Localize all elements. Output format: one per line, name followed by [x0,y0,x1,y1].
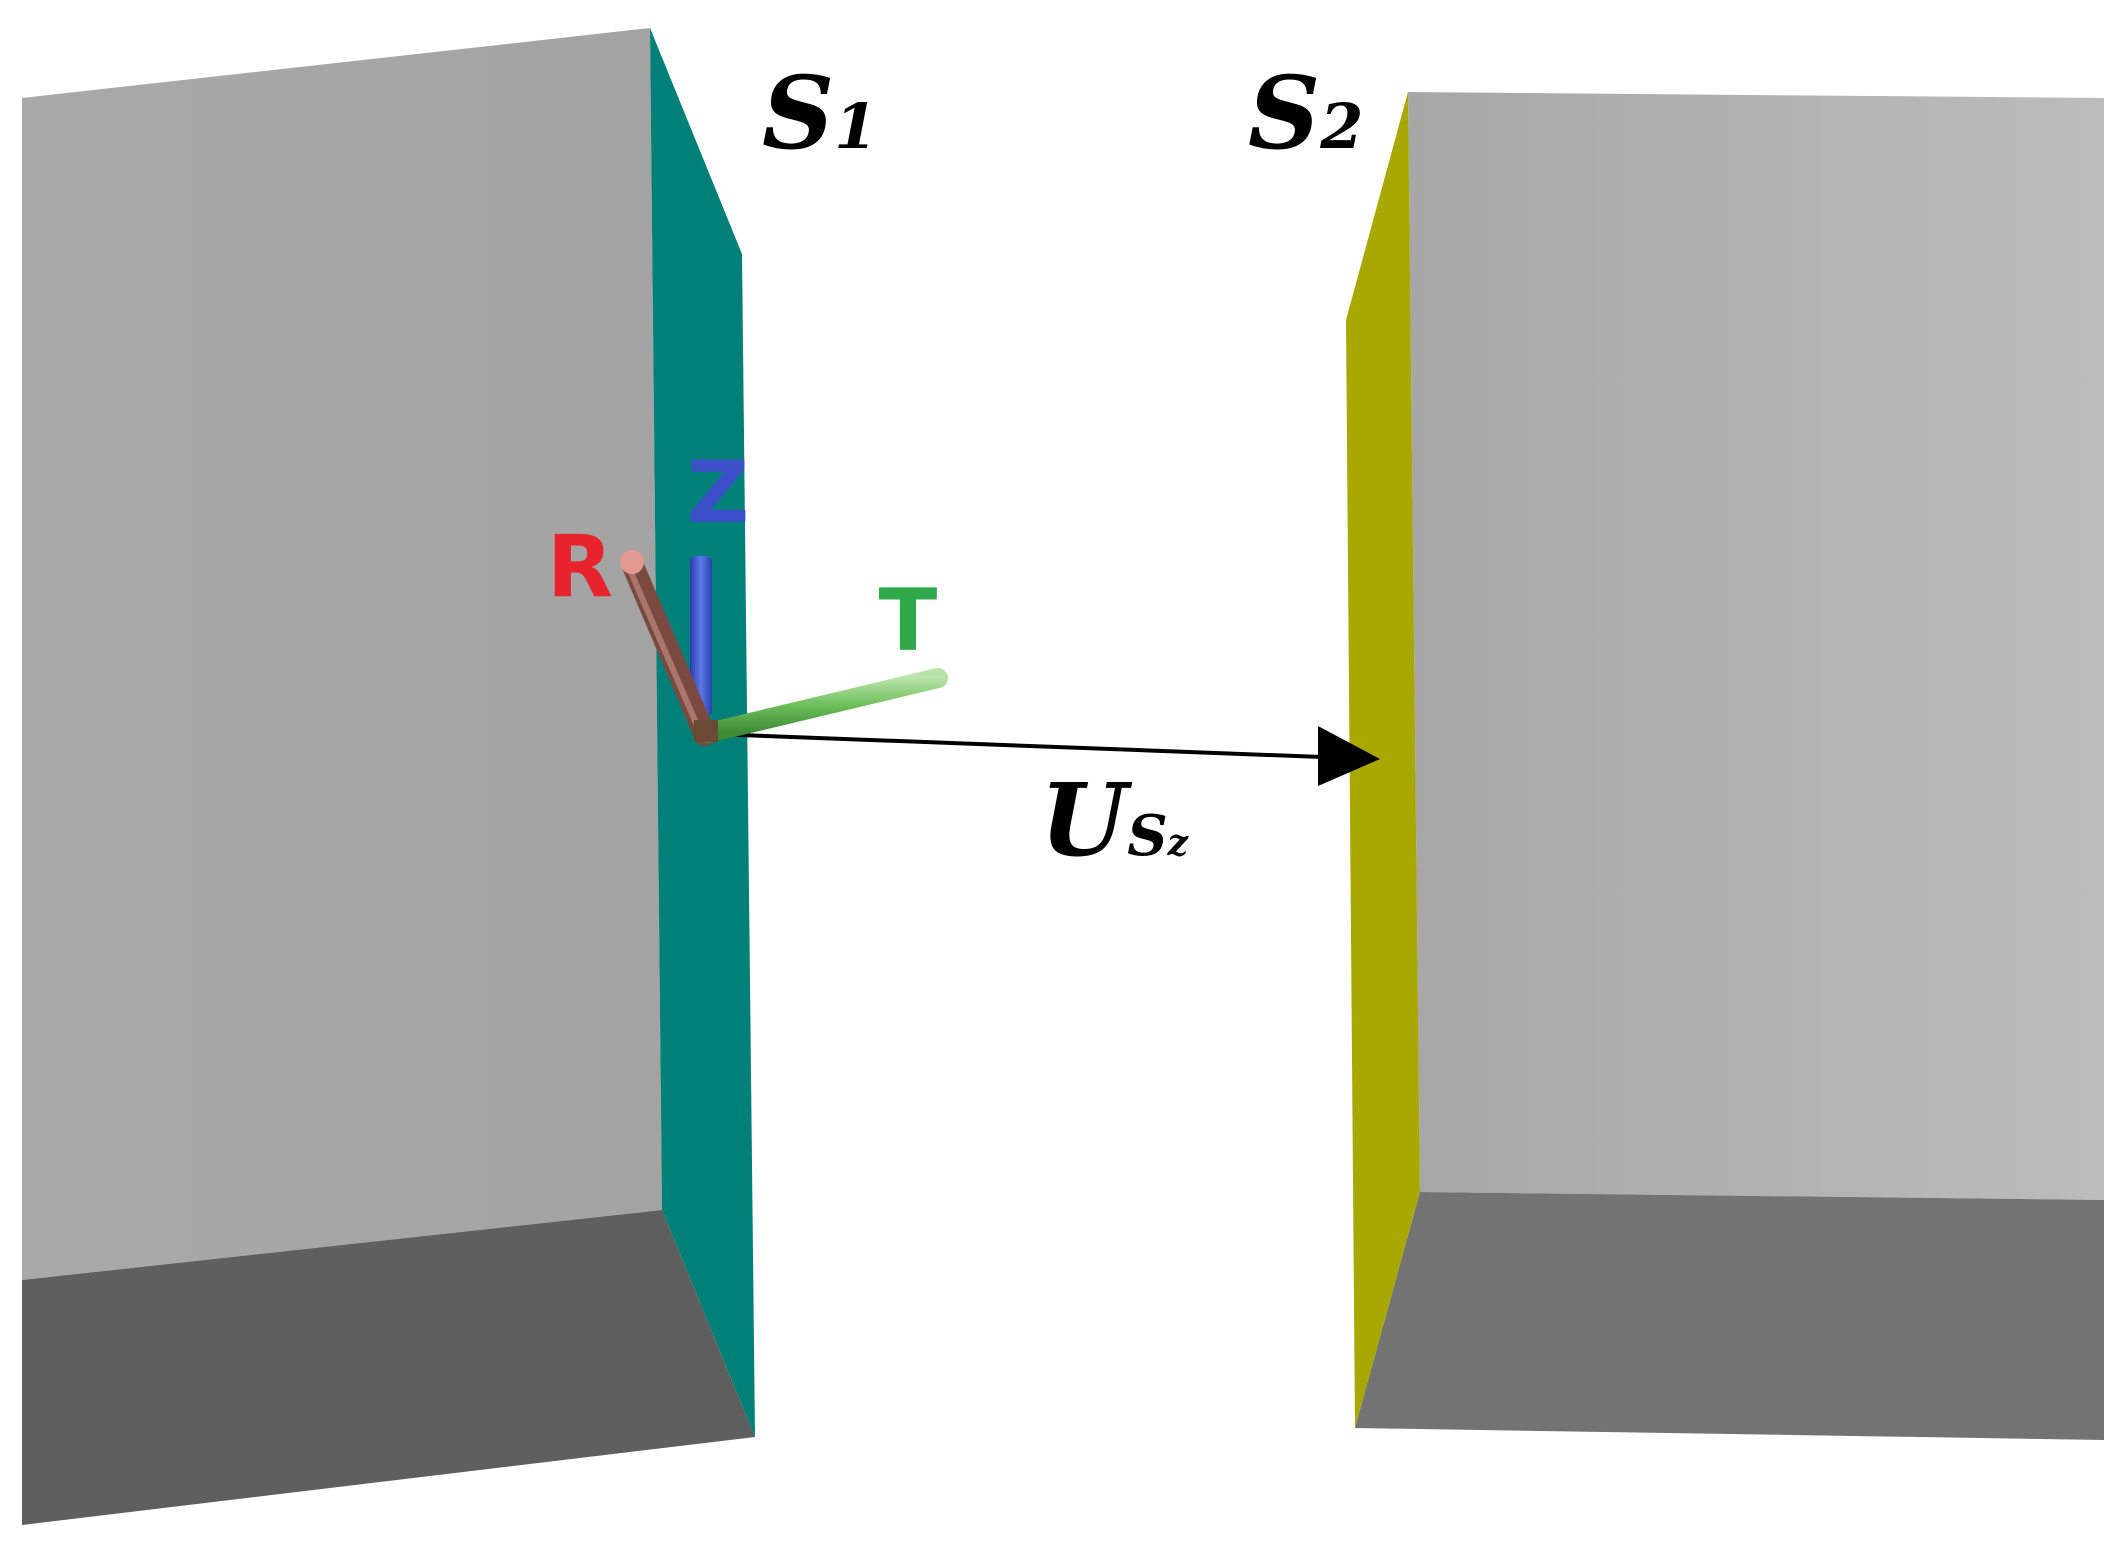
triad-origin [694,720,718,742]
axis-label-z: Z [687,443,749,543]
surface-label-s2-main: S [1248,54,1320,172]
right-block [1346,92,2104,1440]
coordinate-triad [620,550,948,746]
displacement-label-main: U [1040,761,1133,879]
left-block-bottom-face [22,1210,755,1525]
z-axis-rod [690,556,712,716]
displacement-arrow-shaft [711,732,1323,759]
displacement-arrow [711,726,1380,786]
left-block-front-face [22,28,662,1280]
surface-label-s2-sub: 2 [1319,90,1363,163]
surface-label-s1-main: S [762,54,834,172]
t-axis-rod [698,668,948,743]
r-axis-tip [620,550,644,574]
displacement-label-subsub: z [1167,822,1190,864]
displacement-label: USz [1040,761,1190,879]
surface-label-s2: S2 [1248,54,1363,172]
right-block-front-face [1408,92,2104,1200]
displacement-label-sub: S [1127,803,1167,869]
left-block [22,28,755,1525]
surface-label-s1: S1 [762,54,877,172]
right-block-bottom-face [1355,1192,2104,1440]
axis-label-t: T [879,571,938,671]
surface-label-s1-sub: 1 [834,90,877,163]
displacement-arrow-head [1318,726,1380,786]
r-axis-rod-highlight [627,567,703,735]
r-axis-rod [622,555,716,746]
axis-label-r: R [547,517,613,617]
surface-s2-face [1346,92,1420,1428]
